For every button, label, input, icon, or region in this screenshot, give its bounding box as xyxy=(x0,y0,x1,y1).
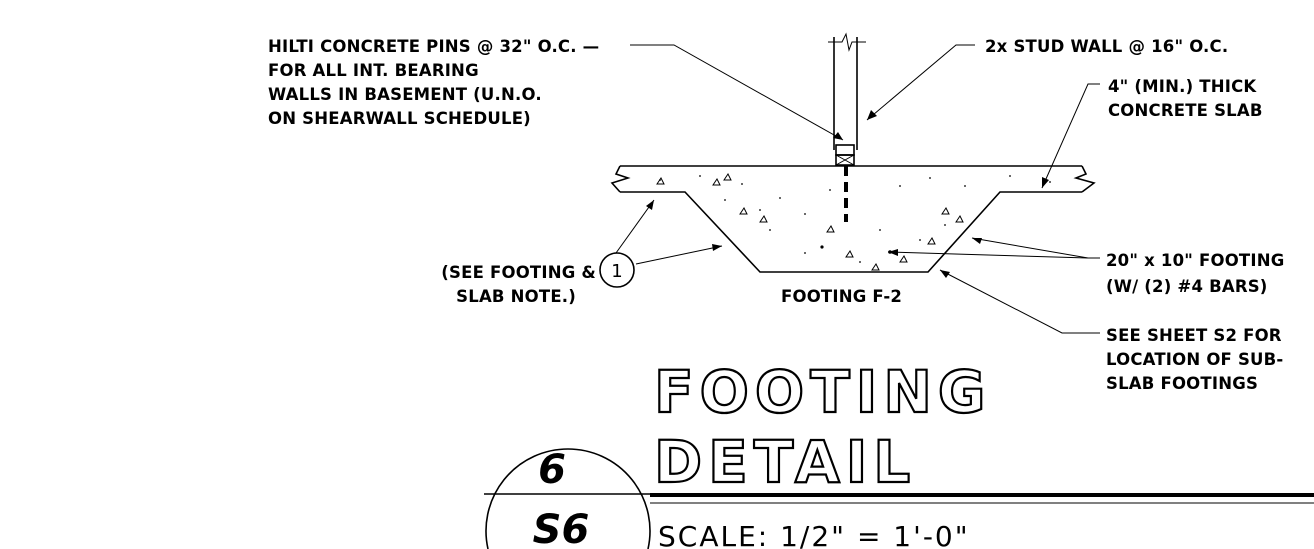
note-stud-wall: 2x STUD WALL @ 16" O.C. xyxy=(985,37,1228,56)
title-line1: FOOTING xyxy=(654,358,992,426)
aggregate-triangles xyxy=(656,173,964,271)
note-slab-line1: 4" (MIN.) THICK xyxy=(1108,77,1257,96)
footing-label: FOOTING F-2 xyxy=(781,287,902,306)
note-hilti: HILTI CONCRETE PINS @ 32" O.C. — FOR ALL… xyxy=(268,37,599,128)
concrete-slab-footing xyxy=(610,165,1096,273)
note-hilti-line2: FOR ALL INT. BEARING xyxy=(268,61,479,80)
note-see-sheet-line2: LOCATION OF SUB- xyxy=(1106,350,1283,369)
note-footing-size: 20" x 10" FOOTING (W/ (2) #4 BARS) xyxy=(1106,251,1284,296)
note-hilti-line4: ON SHEARWALL SCHEDULE) xyxy=(268,109,531,128)
aggregate-dots xyxy=(659,175,1051,263)
note-hilti-line3: WALLS IN BASEMENT (U.N.O. xyxy=(268,85,542,104)
note-hilti-line1: HILTI CONCRETE PINS @ 32" O.C. — xyxy=(268,37,599,56)
note-see-footing: (SEE FOOTING & SLAB NOTE.) xyxy=(441,263,596,306)
note-footing-size-line1: 20" x 10" FOOTING xyxy=(1106,251,1284,270)
leader-lines xyxy=(615,44,1100,334)
note-see-footing-line1: (SEE FOOTING & xyxy=(441,263,596,282)
title-block: FOOTING DETAIL 6 S6 SCALE: 1/2" = 1'-0" xyxy=(484,357,1314,549)
callout-number: 1 xyxy=(611,261,622,282)
sheet-number: S6 xyxy=(533,507,590,549)
note-see-sheet: SEE SHEET S2 FOR LOCATION OF SUB- SLAB F… xyxy=(1106,326,1283,393)
detail-number: 6 xyxy=(538,447,566,493)
note-see-footing-line2: SLAB NOTE.) xyxy=(456,287,576,306)
title-line2: DETAIL xyxy=(654,428,916,496)
stud-wall xyxy=(828,32,866,166)
scale-text: SCALE: 1/2" = 1'-0" xyxy=(658,520,970,549)
note-see-sheet-line3: SLAB FOOTINGS xyxy=(1106,374,1258,393)
note-slab: 4" (MIN.) THICK CONCRETE SLAB xyxy=(1108,77,1263,120)
callout-bubble: 1 xyxy=(599,252,635,288)
note-see-sheet-line1: SEE SHEET S2 FOR xyxy=(1106,326,1282,345)
note-slab-line2: CONCRETE SLAB xyxy=(1108,101,1263,120)
note-footing-size-line2: (W/ (2) #4 BARS) xyxy=(1106,277,1268,296)
